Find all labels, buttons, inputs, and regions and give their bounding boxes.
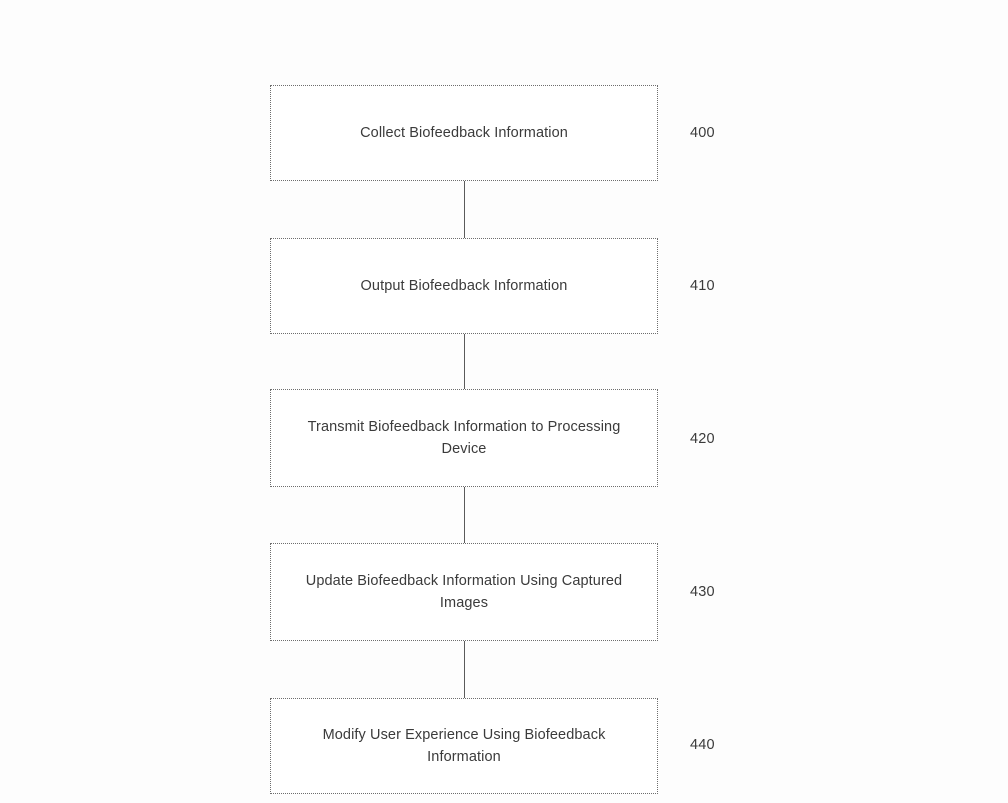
node-label: Output Biofeedback Information xyxy=(360,278,568,294)
node-label: Collect Biofeedback Information xyxy=(360,125,568,141)
node-label: Update Biofeedback Information Using Cap… xyxy=(305,573,623,611)
flowchart-node-output-biofeedback-information: Output Biofeedback Information xyxy=(270,238,658,334)
reference-numeral-410: 410 xyxy=(690,278,715,294)
reference-numeral-400: 400 xyxy=(690,125,715,141)
connector-410-to-420 xyxy=(464,334,465,389)
flowchart-node-update-biofeedback-information-using-captured-images: Update Biofeedback Information Using Cap… xyxy=(270,543,658,641)
connector-400-to-410 xyxy=(464,181,465,238)
reference-numeral-420: 420 xyxy=(690,431,715,447)
node-label: Transmit Biofeedback Information to Proc… xyxy=(307,419,621,457)
reference-numeral-430: 430 xyxy=(690,584,715,600)
flowchart-node-collect-biofeedback-information: Collect Biofeedback Information xyxy=(270,85,658,181)
connector-430-to-440 xyxy=(464,641,465,698)
flowchart-node-transmit-biofeedback-information-to-processing-device: Transmit Biofeedback Information to Proc… xyxy=(270,389,658,487)
reference-numeral-440: 440 xyxy=(690,737,715,753)
connector-420-to-430 xyxy=(464,487,465,543)
flowchart-node-modify-user-experience-using-biofeedback-information: Modify User Experience Using Biofeedback… xyxy=(270,698,658,794)
node-label: Modify User Experience Using Biofeedback… xyxy=(322,727,606,765)
